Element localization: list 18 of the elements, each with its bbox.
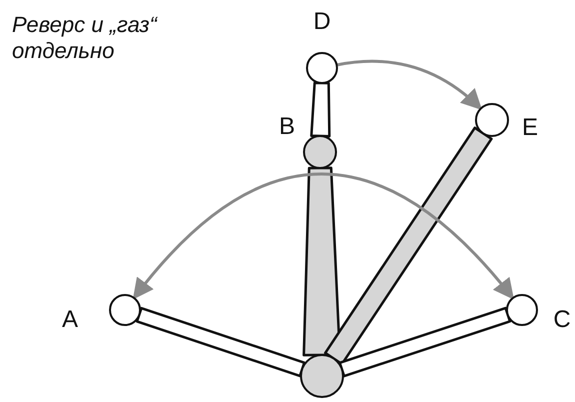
- joint-circle: [300, 354, 344, 398]
- joint-circle: [109, 294, 141, 326]
- lever-bar: [136, 306, 306, 378]
- lever-bar: [338, 306, 512, 378]
- joint-circle: [303, 135, 337, 169]
- lever-bar: [310, 82, 331, 138]
- point-label: D: [313, 10, 331, 34]
- curved-arrow: [336, 60, 482, 110]
- joint-circle: [475, 103, 509, 137]
- curved-arrow: [132, 172, 514, 300]
- point-label: B: [278, 115, 295, 139]
- point-label: C: [553, 308, 571, 332]
- joint-circle: [306, 52, 338, 84]
- note-text: Реверс и „газ“ отдельно: [12, 12, 158, 65]
- point-label: A: [62, 308, 78, 332]
- lever-bar: [302, 166, 342, 356]
- joint-circle: [506, 294, 538, 326]
- point-label: E: [522, 116, 538, 140]
